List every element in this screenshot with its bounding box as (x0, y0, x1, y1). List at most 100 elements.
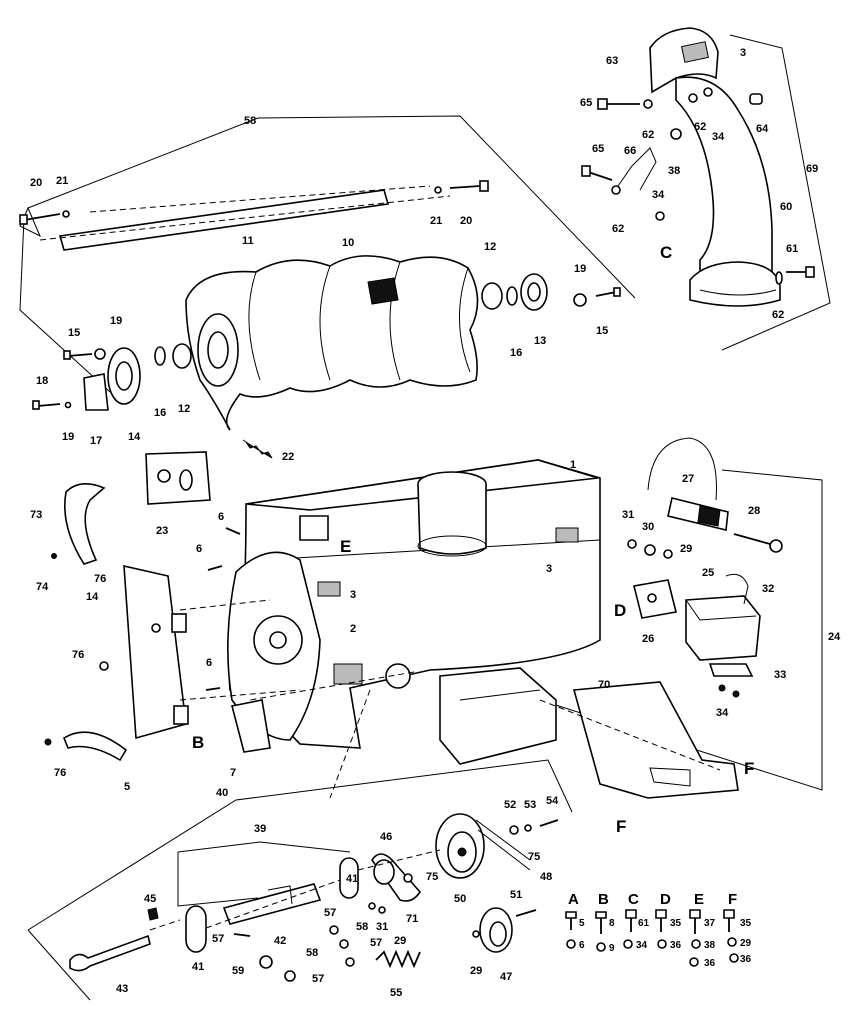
key-f-item-1: 35 (740, 918, 752, 929)
key-a-icons (565, 911, 577, 949)
callout-74: 74 (36, 581, 49, 593)
callout-76: 76 (72, 649, 84, 661)
callout-7: 7 (230, 767, 236, 779)
callout-75: 75 (426, 871, 438, 883)
callout-3: 3 (546, 563, 552, 575)
callout-40: 40 (216, 787, 228, 799)
callout-14: 14 (128, 431, 141, 443)
callout-21: 21 (430, 215, 442, 227)
callout-47: 47 (500, 971, 512, 983)
callout-58: 58 (356, 921, 368, 933)
callout-71: 71 (406, 913, 418, 925)
callout-20: 20 (30, 177, 42, 189)
key-b-item-2: 9 (609, 943, 615, 954)
callout-labels: 3 63 65 62 62 34 64 58 69 65 66 38 34 62… (30, 47, 841, 999)
callout-14: 14 (86, 591, 99, 603)
callout-57: 57 (324, 907, 336, 919)
callout-75: 75 (528, 851, 540, 863)
callout-76: 76 (54, 767, 66, 779)
callout-50: 50 (454, 893, 466, 905)
callout-59: 59 (232, 965, 244, 977)
key-c-item-1: 61 (638, 918, 650, 929)
housing-group (44, 437, 823, 799)
callout-28: 28 (748, 505, 760, 517)
key-f-item-2: 29 (740, 938, 752, 949)
ref-letter-c: C (660, 243, 672, 262)
callout-70: 70 (598, 679, 610, 691)
key-d-item-1: 35 (670, 918, 682, 929)
key-letter-a: A (568, 891, 579, 908)
callout-33: 33 (774, 669, 786, 681)
callout-51: 51 (510, 889, 522, 901)
ref-letter-d: D (614, 601, 626, 620)
callout-12: 12 (484, 241, 496, 253)
key-e-item-1: 37 (704, 918, 716, 929)
key-f-item-3: 36 (740, 954, 752, 965)
key-f-icons (723, 909, 739, 963)
reference-letters: C E D B F F (192, 243, 754, 836)
callout-46: 46 (380, 831, 392, 843)
callout-60: 60 (780, 201, 792, 213)
callout-5: 5 (124, 781, 130, 793)
key-e-item-2: 38 (704, 940, 716, 951)
ref-letter-f: F (744, 759, 754, 778)
auger-group (19, 115, 636, 459)
key-letter-b: B (598, 891, 609, 908)
callout-42: 42 (274, 935, 286, 947)
callout-6: 6 (206, 657, 212, 669)
callout-63: 63 (606, 55, 618, 67)
callout-19: 19 (62, 431, 74, 443)
key-e-item-3: 36 (704, 958, 716, 969)
callout-65: 65 (580, 97, 592, 109)
key-letter-e: E (694, 891, 704, 908)
callout-34: 34 (652, 189, 665, 201)
callout-66: 66 (624, 145, 636, 157)
callout-61: 61 (786, 243, 798, 255)
callout-26: 26 (642, 633, 654, 645)
callout-57: 57 (212, 933, 224, 945)
callout-38: 38 (668, 165, 680, 177)
callout-55: 55 (390, 987, 402, 999)
callout-53: 53 (524, 799, 536, 811)
callout-58: 58 (306, 947, 318, 959)
key-c-icons (623, 909, 637, 949)
key-c-item-2: 34 (636, 940, 648, 951)
key-d-icons (655, 909, 667, 949)
callout-58: 58 (244, 115, 256, 127)
callout-62: 62 (642, 129, 654, 141)
callout-29: 29 (680, 543, 692, 555)
callout-34: 34 (716, 707, 729, 719)
callout-62: 62 (772, 309, 784, 321)
ref-letter-b: B (192, 733, 204, 752)
callout-73: 73 (30, 509, 42, 521)
callout-39: 39 (254, 823, 266, 835)
ref-letter-f: F (616, 817, 626, 836)
callout-45: 45 (144, 893, 156, 905)
key-letter-d: D (660, 891, 671, 908)
callout-20: 20 (460, 215, 472, 227)
callout-76: 76 (94, 573, 106, 585)
callout-6: 6 (196, 543, 202, 555)
callout-3: 3 (350, 589, 356, 601)
callout-13: 13 (534, 335, 546, 347)
callout-62: 62 (694, 121, 706, 133)
callout-57: 57 (312, 973, 324, 985)
callout-15: 15 (68, 327, 80, 339)
callout-11: 11 (242, 235, 254, 247)
callout-24: 24 (828, 631, 841, 643)
callout-31: 31 (376, 921, 388, 933)
callout-18: 18 (36, 375, 48, 387)
callout-41: 41 (192, 961, 204, 973)
callout-12: 12 (178, 403, 190, 415)
callout-29: 29 (394, 935, 406, 947)
drive-group (27, 759, 573, 1001)
callout-3: 3 (740, 47, 746, 59)
callout-57: 57 (370, 937, 382, 949)
callout-64: 64 (756, 123, 769, 135)
callout-16: 16 (510, 347, 522, 359)
discharge-chute-group (581, 27, 831, 351)
key-letter-c: C (628, 891, 639, 908)
callout-6: 6 (218, 511, 224, 523)
key-e-icons (689, 909, 701, 967)
